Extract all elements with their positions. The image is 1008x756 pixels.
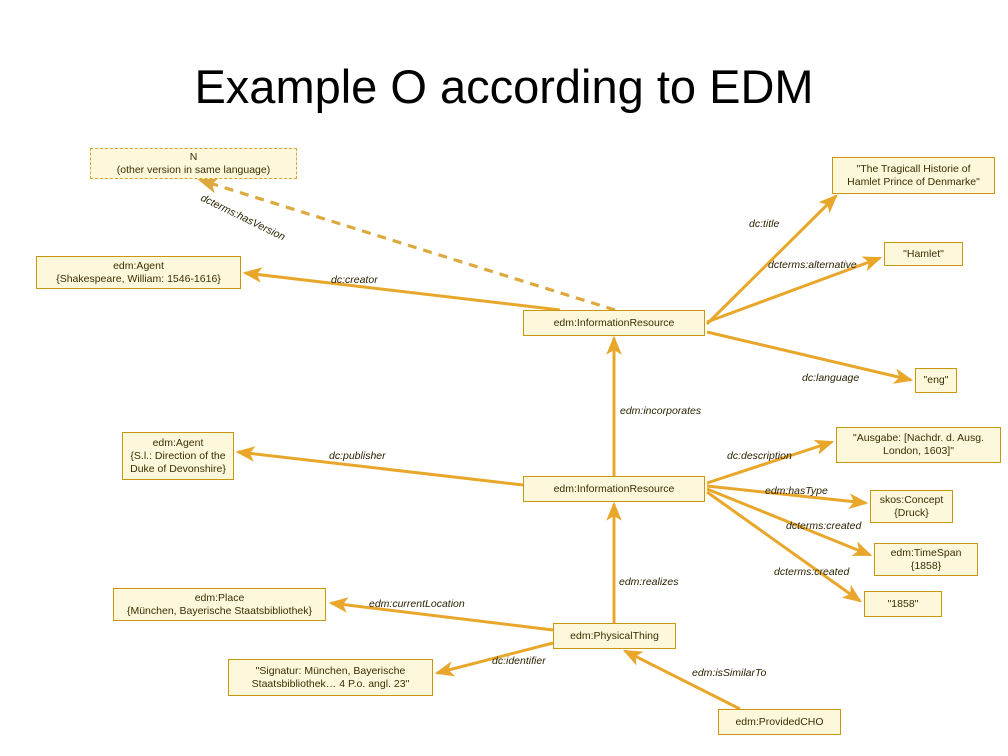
node-info-resource-2[interactable]: edm:InformationResource — [523, 476, 705, 502]
node-signatur-literal[interactable]: "Signatur: München, Bayerische Staatsbib… — [228, 659, 433, 696]
edge-alternative — [706, 256, 883, 324]
node-label: edm:InformationResource — [553, 482, 675, 495]
node-label: edm:TimeSpan {1858} — [890, 546, 962, 572]
edge-language — [706, 330, 914, 384]
node-label: N (other version in same language) — [116, 150, 271, 176]
node-label: "Hamlet" — [903, 247, 944, 260]
node-label: skos:Concept {Druck} — [879, 493, 944, 519]
node-label: edm:PhysicalThing — [570, 629, 659, 642]
node-label: edm:Agent {S.l.: Direction of the Duke o… — [130, 436, 226, 475]
node-provided-cho[interactable]: edm:ProvidedCHO — [718, 709, 841, 735]
edge-label-dc-language: dc:language — [802, 372, 860, 384]
node-eng-literal[interactable]: "eng" — [915, 368, 957, 393]
edge-label-dc-identifier: dc:identifier — [492, 655, 546, 667]
node-label: edm:Place {München, Bayerische Staatsbib… — [126, 591, 313, 617]
edge-created1 — [706, 487, 873, 557]
node-label: "The Tragicall Historie of Hamlet Prince… — [847, 162, 980, 188]
edge-label-dc-publisher: dc:publisher — [329, 450, 386, 462]
node-label: edm:InformationResource — [553, 316, 675, 329]
edge-hasVersion — [197, 177, 616, 312]
node-other-version[interactable]: N (other version in same language) — [90, 148, 297, 179]
edge-label-dcterms-created-2: dcterms:created — [774, 566, 850, 578]
edge-label-edm-hasType: edm:hasType — [765, 485, 828, 497]
node-info-resource-1[interactable]: edm:InformationResource — [523, 310, 705, 336]
node-physical-thing[interactable]: edm:PhysicalThing — [553, 623, 676, 649]
node-label: edm:ProvidedCHO — [735, 715, 824, 728]
node-label: "Ausgabe: [Nachdr. d. Ausg. London, 1603… — [853, 432, 984, 457]
node-place-munich[interactable]: edm:Place {München, Bayerische Staatsbib… — [113, 588, 326, 621]
edge-description — [706, 439, 835, 485]
node-hamlet-literal[interactable]: "Hamlet" — [884, 242, 963, 266]
edge-group — [197, 177, 914, 711]
edge-label-edm-currentLocation: edm:currentLocation — [369, 598, 465, 610]
edge-label-edm-realizes: edm:realizes — [619, 576, 679, 588]
edge-publisher — [235, 446, 524, 487]
edge-identifier — [434, 641, 554, 677]
edge-currentLocation — [328, 597, 554, 632]
node-label: "1858" — [887, 597, 919, 610]
edge-hasType — [706, 484, 869, 509]
edge-label-dcterms-created-1: dcterms:created — [786, 520, 862, 532]
edge-isSimilarTo — [622, 649, 741, 711]
edge-label-dc-description: dc:description — [727, 450, 792, 462]
node-time-span[interactable]: edm:TimeSpan {1858} — [874, 543, 978, 576]
node-label: "Signatur: München, Bayerische Staatsbib… — [251, 664, 410, 690]
node-skos-concept[interactable]: skos:Concept {Druck} — [870, 490, 953, 523]
edge-label-dc-creator: dc:creator — [331, 274, 378, 286]
edge-created2 — [706, 490, 862, 603]
edge-label-dc-title: dc:title — [749, 218, 780, 230]
node-title-literal[interactable]: "The Tragicall Historie of Hamlet Prince… — [832, 157, 995, 194]
edge-label-edm-isSimilarTo: edm:isSimilarTo — [692, 667, 767, 679]
edge-title — [705, 194, 838, 326]
node-label: "eng" — [923, 374, 949, 386]
node-ausgabe-literal[interactable]: "Ausgabe: [Nachdr. d. Ausg. London, 1603… — [836, 427, 1001, 463]
node-date-literal[interactable]: "1858" — [864, 591, 942, 617]
node-agent-devonshire[interactable]: edm:Agent {S.l.: Direction of the Duke o… — [122, 432, 234, 480]
node-agent-shakespeare[interactable]: edm:Agent {Shakespeare, William: 1546-16… — [36, 256, 241, 289]
edge-creator — [242, 267, 561, 312]
edge-label-dcterms-alternative: dcterms:alternative — [768, 259, 857, 271]
edge-label-edm-incorporates: edm:incorporates — [620, 405, 702, 417]
page-title: Example O according to EDM — [194, 60, 814, 113]
node-label: edm:Agent {Shakespeare, William: 1546-16… — [56, 259, 221, 285]
